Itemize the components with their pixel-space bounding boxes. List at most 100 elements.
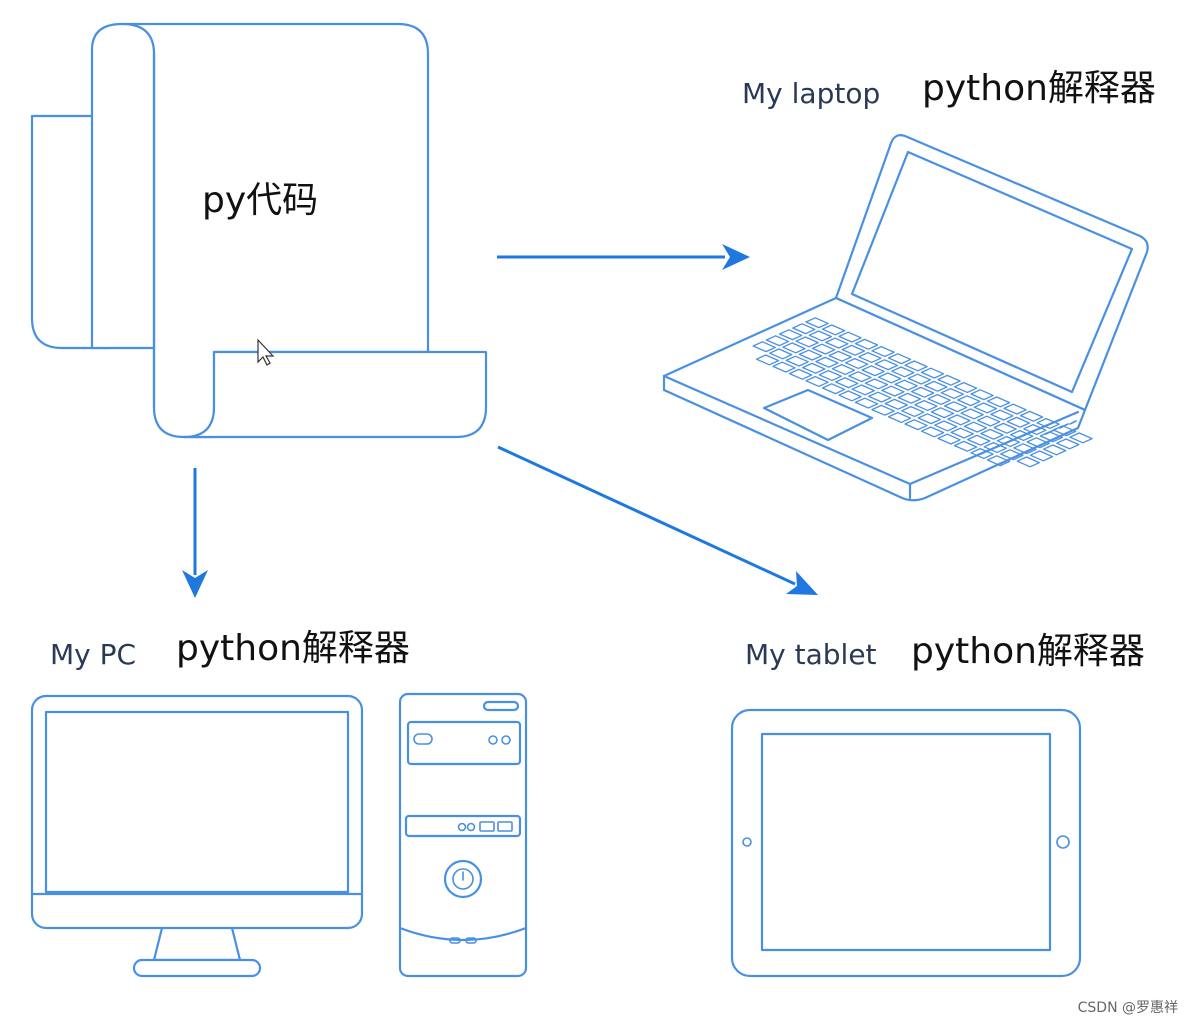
laptop-interpreter-label: python解释器: [922, 68, 1156, 109]
laptop-key: [835, 377, 859, 389]
laptop-key: [986, 396, 1011, 408]
laptop-key: [1029, 450, 1054, 462]
laptop-key: [808, 330, 833, 342]
laptop-key: [907, 373, 932, 385]
laptop-key: [1013, 443, 1037, 455]
laptop-key: [1023, 423, 1047, 436]
laptop-key: [838, 390, 862, 402]
laptop-key: [778, 329, 803, 341]
laptop-key: [792, 323, 816, 335]
laptop-key: [831, 363, 856, 376]
laptop-key: [1006, 416, 1031, 428]
laptop-key: [986, 455, 1011, 467]
laptop-key: [980, 428, 1004, 440]
laptop-key: [891, 366, 915, 378]
laptop-key: [805, 317, 829, 329]
pc-tower-icon: [398, 692, 528, 978]
laptop-key: [960, 408, 984, 420]
laptop-key: [973, 402, 998, 414]
laptop-key: [884, 398, 908, 410]
laptop-key: [920, 426, 945, 438]
laptop-key: [874, 359, 899, 371]
laptop-key: [1003, 403, 1027, 415]
laptop-key: [851, 384, 875, 396]
laptop-key: [990, 409, 1014, 421]
laptop-key: [755, 354, 780, 366]
laptop-key: [795, 336, 819, 348]
laptop-key: [904, 360, 928, 372]
laptop-key: [1016, 456, 1040, 468]
laptop-key: [798, 349, 823, 361]
arrow-to-laptop: [497, 244, 750, 270]
laptop-key: [910, 386, 935, 398]
laptop-key: [993, 422, 1017, 434]
tablet-device-label: My tablet: [745, 638, 877, 671]
laptop-key: [765, 335, 790, 347]
laptop-key: [894, 379, 918, 391]
monitor-icon: [30, 694, 364, 978]
laptop-key: [788, 368, 813, 380]
laptop-key: [805, 375, 829, 388]
laptop-key: [950, 427, 974, 439]
laptop-key: [825, 337, 849, 349]
laptop-key: [887, 353, 912, 365]
tablet-interpreter-label: python解释器: [911, 631, 1145, 672]
laptop-key: [887, 411, 912, 424]
laptop-key: [838, 331, 862, 343]
laptop-key: [924, 380, 948, 392]
laptop-key: [815, 356, 839, 368]
laptop-key: [871, 404, 895, 416]
laptop-key: [841, 344, 866, 356]
pc-interpreter-label: python解释器: [176, 628, 410, 669]
laptop-key: [1042, 444, 1067, 456]
laptop-key: [821, 324, 846, 336]
laptop-key: [871, 345, 895, 358]
laptop-key: [844, 357, 869, 370]
laptop-key: [947, 414, 971, 426]
laptop-icon: [662, 134, 1149, 502]
laptop-key: [940, 387, 965, 400]
laptop-key: [976, 415, 1001, 427]
laptop-key: [785, 355, 809, 367]
laptop-key: [877, 372, 902, 384]
laptop-key: [901, 405, 925, 418]
laptop-key: [854, 397, 879, 409]
laptop-key: [1009, 429, 1034, 442]
laptop-key: [937, 433, 961, 445]
laptop-key: [970, 447, 994, 460]
laptop-key: [953, 381, 978, 394]
laptop-key: [967, 434, 991, 446]
laptop-key: [1036, 417, 1060, 430]
laptop-key: [802, 362, 826, 374]
tablet-icon: [730, 708, 1082, 978]
laptop-key: [769, 348, 793, 360]
watermark: CSDN @罗惠祥: [1078, 1000, 1178, 1016]
laptop-key: [1069, 432, 1093, 444]
laptop-key: [914, 399, 938, 412]
arrow-to-pc: [182, 468, 208, 598]
laptop-key: [904, 419, 928, 431]
laptop-key: [752, 341, 776, 353]
laptop-key: [937, 374, 961, 386]
laptop-key: [897, 392, 922, 404]
laptop-key: [1000, 449, 1024, 461]
laptop-key: [821, 383, 846, 395]
laptop-key: [963, 421, 988, 433]
laptop-key: [1039, 431, 1064, 443]
laptop-key: [943, 401, 968, 413]
arrow-to-tablet: [497, 445, 818, 595]
laptop-key: [957, 395, 981, 407]
laptop-key: [1019, 410, 1044, 422]
laptop-key: [848, 371, 872, 383]
laptop-key: [772, 361, 796, 373]
laptop-key: [1056, 438, 1080, 450]
laptop-key: [818, 369, 842, 382]
laptop-key: [920, 367, 945, 379]
laptop-key: [881, 385, 905, 397]
laptop-key: [854, 338, 879, 350]
laptop-key: [917, 413, 941, 425]
pc-device-label: My PC: [50, 638, 136, 671]
laptop-key: [927, 393, 951, 406]
code-label: py代码: [202, 180, 318, 221]
